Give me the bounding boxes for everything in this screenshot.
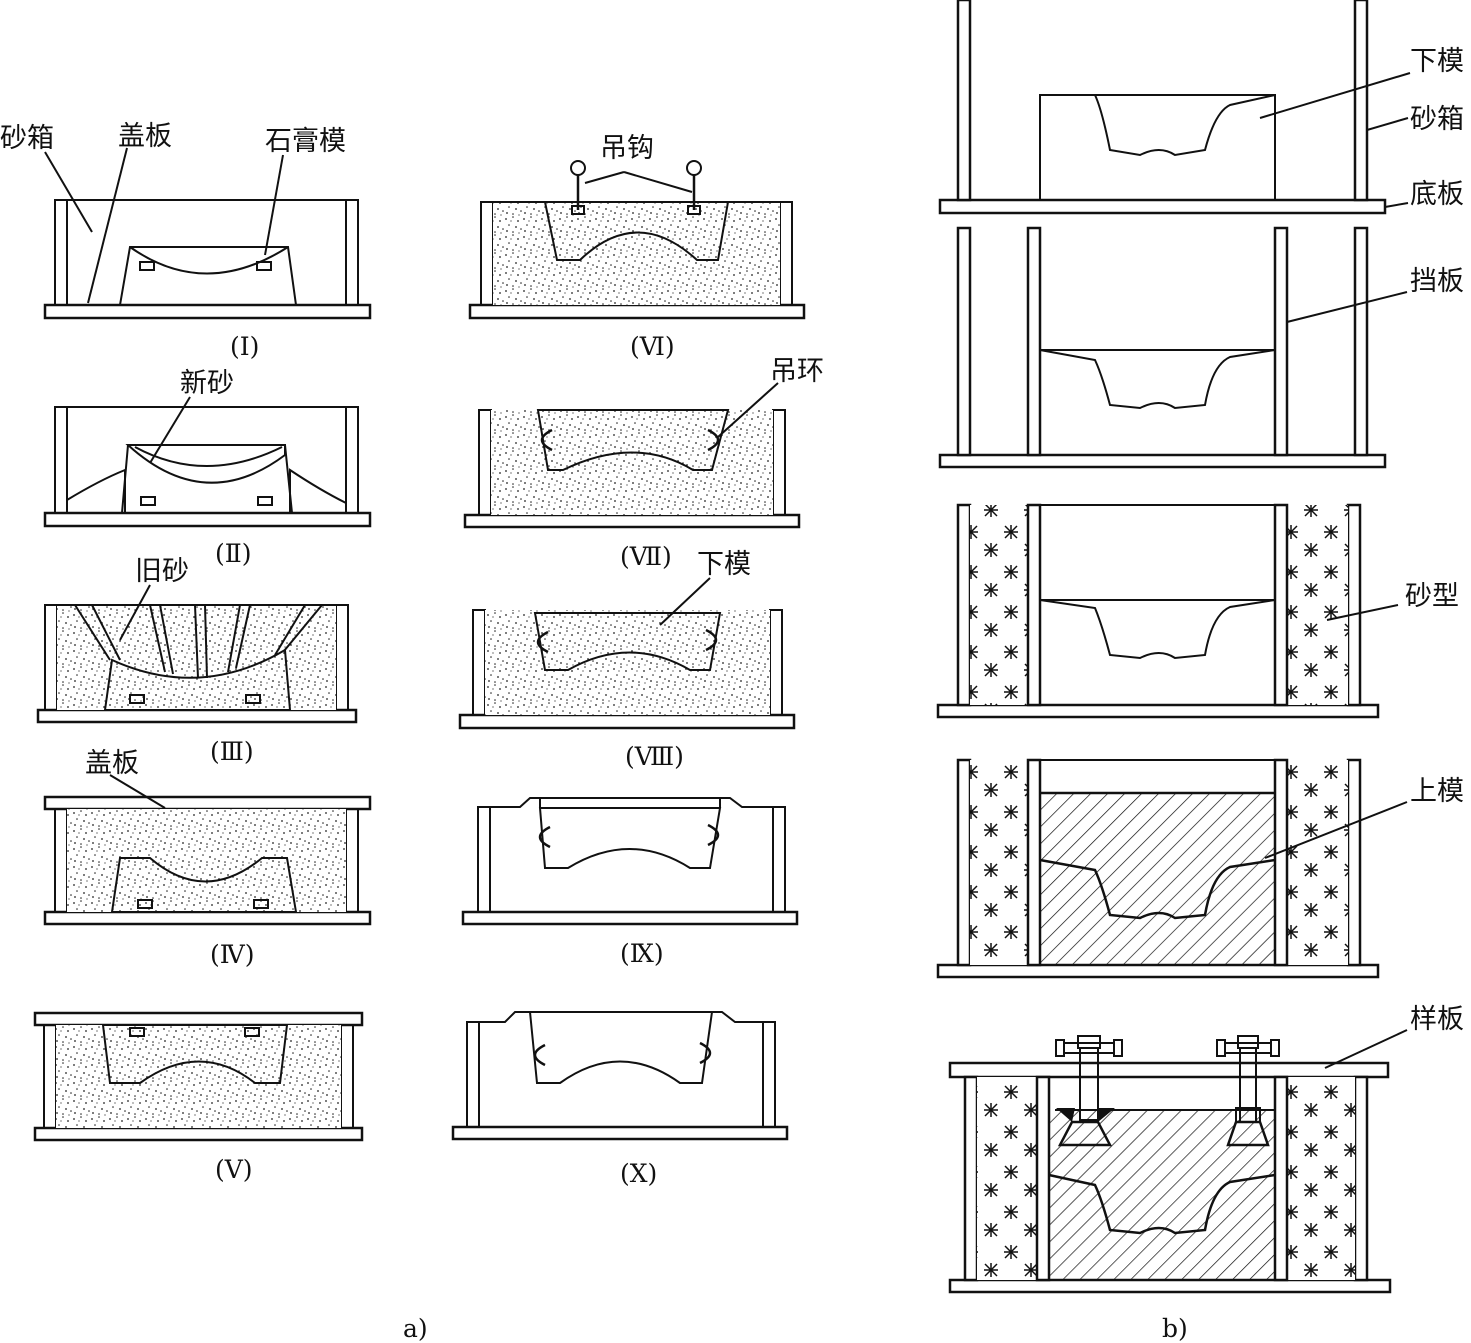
annotations-a: 砂箱 盖板 石膏模 新砂 旧砂 盖板 吊钩 吊环 下模 [0,121,824,779]
label-base-plate: 底板 [1410,179,1464,210]
b-step-1 [938,0,1387,215]
step-8 [458,609,796,730]
label-flask: 砂箱 [0,123,54,154]
caption-step-3: (Ⅲ) [210,737,254,766]
label-template: 样板 [1410,1004,1464,1035]
label-lower-mold-a: 下模 [697,549,751,580]
step-2 [43,406,372,528]
caption-step-2: (Ⅱ) [215,539,252,568]
caption-step-7: (Ⅶ) [620,542,672,571]
step-1 [43,199,372,320]
label-sand-mold: 砂型 [1405,581,1459,612]
b-step-3 [936,503,1380,719]
label-cover-plate: 盖板 [118,121,172,152]
caption-step-4: (Ⅳ) [210,940,254,969]
step-9 [461,797,799,926]
label-plaster-pattern: 石膏模 [265,126,346,157]
step-captions: (Ⅰ) (Ⅱ) (Ⅲ) (Ⅳ) (Ⅴ) (Ⅵ) (Ⅶ) (Ⅷ) (Ⅸ) (Ⅹ) [210,332,684,1188]
caption-step-1: (Ⅰ) [230,332,259,361]
step-5 [33,1011,364,1142]
b-step-5 [948,1035,1392,1294]
b-step-2 [938,226,1387,469]
label-flask-b: 砂箱 [1410,104,1464,135]
label-lower-mold-b: 下模 [1410,46,1464,77]
step-7 [463,409,801,529]
step-4 [43,795,372,926]
annotations-b: 下模 砂箱 底板 挡板 砂型 上模 样板 [1405,46,1464,1035]
leader-lines [44,72,1411,1069]
label-cover-plate-2: 盖板 [85,748,139,779]
step-3 [36,604,358,724]
caption-step-10: (Ⅹ) [620,1159,657,1188]
step-10 [451,1011,789,1141]
caption-step-9: (Ⅸ) [620,939,664,968]
label-lifting-ring: 吊环 [770,356,824,387]
label-baffle: 挡板 [1410,266,1464,297]
label-upper-mold: 上模 [1410,776,1464,807]
caption-step-5: (Ⅴ) [215,1155,253,1184]
step-6 [468,160,806,320]
caption-step-8: (Ⅷ) [625,742,684,771]
caption-step-6: (Ⅵ) [630,332,675,361]
caption-b: b) [1162,1314,1188,1343]
label-old-sand: 旧砂 [135,556,189,587]
label-hook: 吊钩 [600,133,654,164]
label-new-sand: 新砂 [180,368,234,399]
b-step-4 [936,758,1380,979]
caption-a: a) [403,1314,428,1343]
